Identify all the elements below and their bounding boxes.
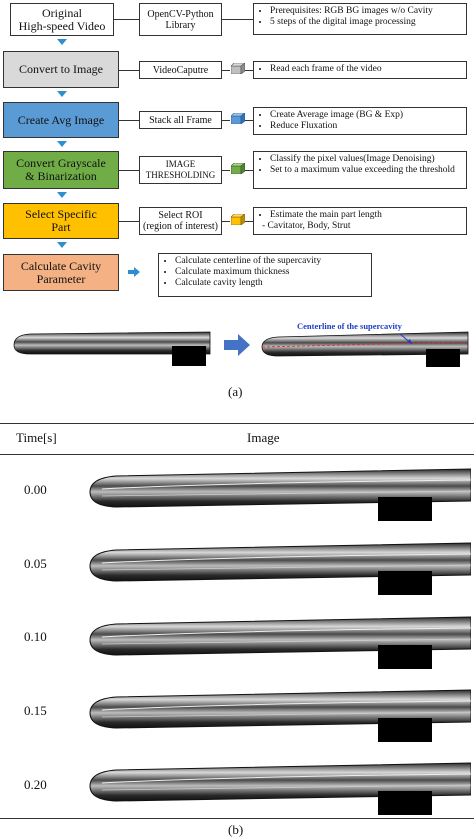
- connector-line: [245, 170, 253, 171]
- note-item: Classify the pixel values(Image Denoisin…: [270, 154, 462, 165]
- step-calculate-cavity-parameter: Calculate Cavity Parameter: [3, 254, 119, 291]
- connector-line: [119, 120, 139, 121]
- centerline-label: Centerline of the supercavity: [297, 321, 402, 331]
- note-item: Prerequisites: RGB BG images w/o Cavity: [270, 6, 462, 17]
- step-grayscale-binarization: Convert Grayscale & Binarization: [3, 151, 119, 189]
- note-item: 5 steps of the digital image processing: [270, 17, 462, 28]
- connector-line: [222, 221, 230, 222]
- connector-line: [119, 70, 139, 71]
- time-label: 0.10: [24, 629, 47, 645]
- method-stack-all-frame: Stack all Frame: [139, 111, 222, 129]
- note-cavity-parameter: Calculate centerline of the supercavity …: [158, 253, 372, 297]
- panel-a-figure: [0, 318, 474, 370]
- connector-line: [245, 70, 253, 71]
- right-arrow-icon: [224, 334, 250, 356]
- note-item: Create Average image (BG & Exp): [270, 110, 462, 121]
- yellow-cube-icon: [231, 214, 245, 225]
- method-image-thresholding: IMAGE THRESHOLDING: [139, 156, 222, 184]
- time-label: 0.00: [24, 482, 47, 498]
- connector-line: [119, 221, 139, 222]
- note-item: Calculate cavity length: [175, 278, 367, 289]
- connector-line: [222, 70, 230, 71]
- down-arrow-icon: [57, 91, 67, 97]
- connector-line: [222, 170, 230, 171]
- cavity-image-original: [14, 332, 210, 366]
- green-cube-icon: [231, 163, 245, 174]
- time-label: 0.20: [24, 777, 47, 793]
- step-select-specific-part: Select Specific Part: [3, 203, 119, 239]
- note-item: Calculate maximum thickness: [175, 267, 367, 278]
- cavity-image-centerline: [262, 332, 468, 367]
- step-original-video: Original High-speed Video: [10, 3, 114, 36]
- time-label: 0.05: [24, 556, 47, 572]
- note-item: Estimate the main part length: [270, 210, 462, 221]
- table-top-rule: [0, 423, 474, 424]
- down-arrow-icon: [57, 39, 67, 45]
- connector-line: [222, 19, 253, 20]
- note-prerequisites: Prerequisites: RGB BG images w/o Cavity …: [253, 3, 467, 35]
- panel-b-caption: (b): [228, 822, 243, 838]
- note-item: Set to a maximum value exceeding the thr…: [270, 165, 462, 176]
- supercavity-image-t2: [88, 611, 471, 669]
- header-image: Image: [247, 430, 279, 446]
- method-videocapture: VideoCaputre: [139, 61, 222, 79]
- down-arrow-icon: [57, 242, 67, 248]
- connector-line: [222, 120, 230, 121]
- note-read-frame: Read each frame of the video: [253, 61, 467, 79]
- note-item: Calculate centerline of the supercavity: [175, 256, 367, 267]
- supercavity-image-t1: [88, 537, 471, 595]
- gray-cube-icon: [231, 63, 245, 74]
- down-arrow-icon: [57, 192, 67, 198]
- connector-line: [245, 120, 253, 121]
- note-subitem: - Cavitator, Body, Strut: [258, 221, 462, 232]
- panel-a-caption: (a): [228, 384, 242, 400]
- note-item: Reduce Fluxation: [270, 121, 462, 132]
- connector-line: [114, 19, 139, 20]
- blue-cube-icon: [231, 113, 245, 124]
- header-time: Time[s]: [16, 430, 57, 446]
- method-select-roi: Select ROI (region of interest): [139, 207, 222, 235]
- connector-line: [119, 170, 139, 171]
- step-convert-to-image: Convert to Image: [3, 51, 119, 88]
- method-opencv-library: OpenCV-Python Library: [139, 3, 222, 36]
- step-create-avg-image: Create Avg Image: [3, 102, 119, 138]
- table-header-rule: [0, 454, 474, 455]
- note-average-image: Create Average image (BG & Exp) Reduce F…: [253, 107, 467, 135]
- supercavity-image-t4: [88, 757, 471, 815]
- supercavity-image-t0: [88, 463, 471, 521]
- note-part-length: Estimate the main part length - Cavitato…: [253, 207, 467, 235]
- note-thresholding: Classify the pixel values(Image Denoisin…: [253, 151, 467, 189]
- connector-line: [245, 221, 253, 222]
- time-label: 0.15: [24, 703, 47, 719]
- table-bottom-rule: [0, 818, 474, 819]
- supercavity-image-t3: [88, 684, 471, 742]
- down-arrow-icon: [57, 141, 67, 147]
- note-item: Read each frame of the video: [270, 64, 462, 75]
- right-arrow-icon: [128, 267, 140, 277]
